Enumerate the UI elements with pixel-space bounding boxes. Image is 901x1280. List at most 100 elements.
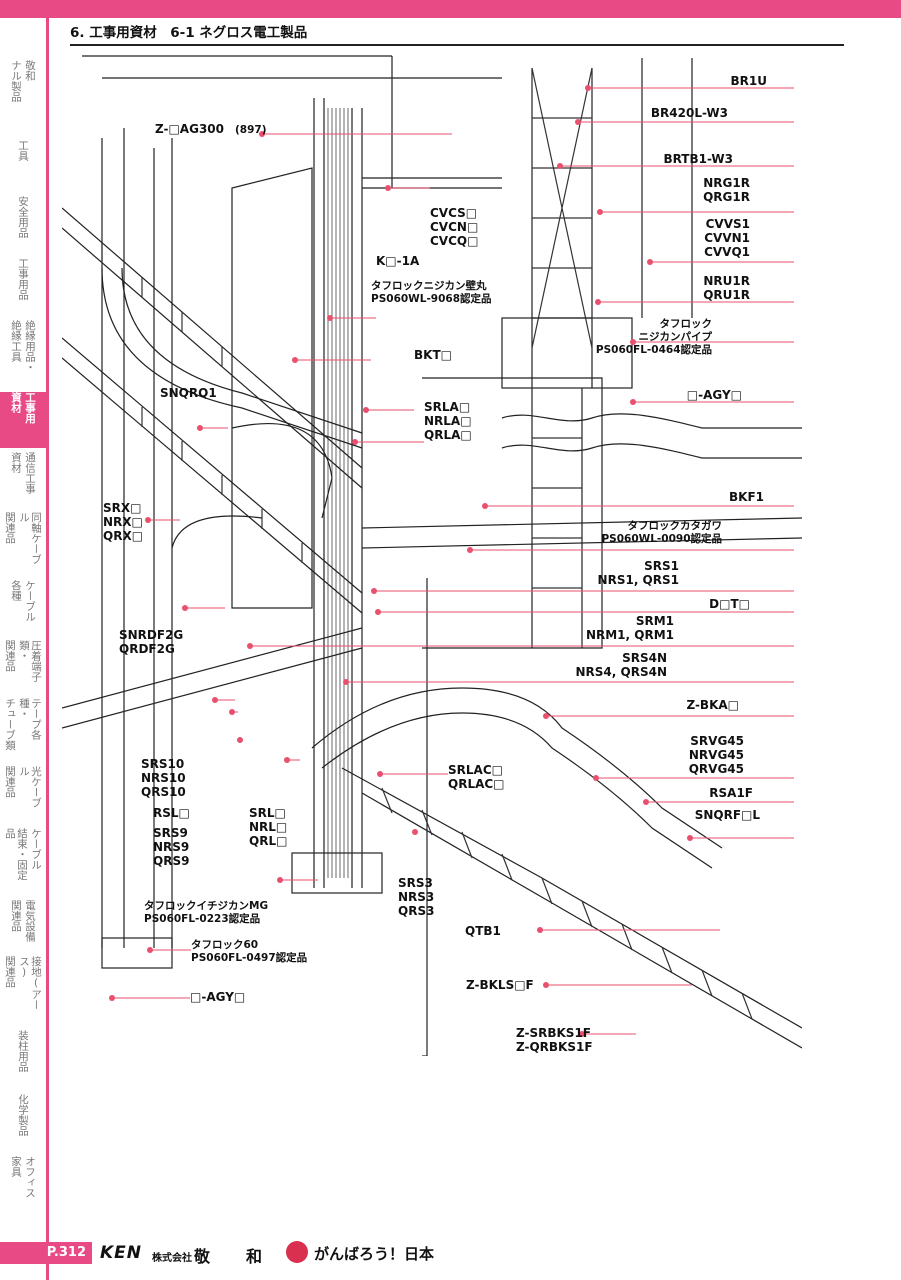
sidebar-category-text: 通信工事 bbox=[24, 452, 36, 494]
leader-dot bbox=[375, 609, 381, 615]
leader-dot bbox=[277, 877, 283, 883]
leader-dot bbox=[543, 713, 549, 719]
leader-dot bbox=[647, 259, 653, 265]
page-number-badge: P.312 bbox=[0, 1242, 92, 1264]
sidebar-category-text: テープ各種・ bbox=[18, 698, 42, 740]
callout-label-28: SRS10 NRS10 QRS10 bbox=[141, 757, 186, 799]
leader-dot bbox=[643, 799, 649, 805]
callout-label-19: (897) bbox=[235, 124, 267, 136]
callout-label-34: QTB1 bbox=[465, 924, 501, 938]
callout-label-39: Z-SRBKS1F Z-QRBKS1F bbox=[516, 1026, 593, 1054]
sidebar-category-text: 工事用 bbox=[24, 392, 36, 424]
leader-dot bbox=[595, 299, 601, 305]
cherry-blossom-icon bbox=[286, 1241, 308, 1263]
sidebar-category-7[interactable]: 関連品同軸ケーブル bbox=[0, 512, 46, 572]
callout-label-21: K□-1A bbox=[376, 254, 420, 268]
sidebar-category-8[interactable]: 各種ケーブル bbox=[0, 580, 46, 630]
category-sidebar: ナル製品敬和工具安全用品工事用品絶縁工具絶縁用品・資材工事用資材通信工事関連品同… bbox=[0, 18, 49, 1280]
sidebar-category-9[interactable]: 関連品圧着端子類・ bbox=[0, 640, 46, 696]
callout-label-11: D□T□ bbox=[709, 597, 750, 611]
callout-label-29: RSL□ bbox=[153, 806, 190, 820]
sidebar-category-text: 結束・固定品 bbox=[4, 828, 28, 881]
leader-dot bbox=[579, 1031, 585, 1037]
leader-dot bbox=[467, 547, 473, 553]
leader-dot bbox=[377, 771, 383, 777]
callout-label-12: SRM1 NRM1, QRM1 bbox=[585, 614, 674, 642]
leader-dot bbox=[237, 737, 243, 743]
sidebar-category-12[interactable]: 結束・固定品ケーブル bbox=[0, 828, 46, 890]
leader-dot bbox=[352, 439, 358, 445]
sidebar-category-6[interactable]: 資材通信工事 bbox=[0, 452, 46, 502]
callout-label-8: BKF1 bbox=[729, 490, 764, 504]
sidebar-category-1[interactable]: 工具 bbox=[0, 140, 46, 184]
sidebar-category-text: 装柱用品 bbox=[17, 1030, 29, 1072]
company-name-1: 敬 bbox=[194, 1247, 211, 1266]
callout-label-16: RSA1F bbox=[709, 786, 753, 800]
callout-label-2: BRTB1-W3 bbox=[663, 152, 733, 166]
sidebar-category-text: 安全用品 bbox=[17, 196, 29, 238]
sidebar-category-14[interactable]: 関連品接地(アース) bbox=[0, 956, 46, 1016]
callout-label-15: SRVG45 NRVG45 QRVG45 bbox=[688, 734, 744, 776]
sidebar-category-2[interactable]: 安全用品 bbox=[0, 196, 46, 246]
sidebar-category-10[interactable]: チューブ類テープ各種・ bbox=[0, 698, 46, 754]
sidebar-category-13[interactable]: 関連品電気設備 bbox=[0, 900, 46, 950]
callout-label-4: CVVS1 CVVN1 CVVQ1 bbox=[704, 217, 750, 259]
leader-dot bbox=[284, 757, 290, 763]
callout-label-32: SRLAC□ QRLAC□ bbox=[448, 763, 505, 791]
sidebar-category-text: 関連品 bbox=[4, 956, 16, 988]
sidebar-category-4[interactable]: 絶縁工具絶縁用品・ bbox=[0, 320, 46, 380]
callout-label-31: SRL□ NRL□ QRL□ bbox=[249, 806, 288, 848]
callout-label-24: SNQRQ1 bbox=[160, 386, 217, 400]
leader-dot bbox=[327, 315, 333, 321]
sidebar-category-11[interactable]: 関連品光ケーブル bbox=[0, 766, 46, 816]
callout-label-37: □-AGY□ bbox=[190, 990, 246, 1004]
sidebar-category-15[interactable]: 装柱用品 bbox=[0, 1030, 46, 1080]
leader-dot bbox=[575, 119, 581, 125]
leader-dot bbox=[557, 163, 563, 169]
leader-dot bbox=[585, 85, 591, 91]
sidebar-category-text: 工具 bbox=[17, 140, 29, 161]
company-prefix: 株式会社 bbox=[152, 1253, 192, 1264]
sidebar-category-text: 化学製品 bbox=[17, 1094, 29, 1136]
leader-dot bbox=[630, 399, 636, 405]
sidebar-category-17[interactable]: 家具オフィス bbox=[0, 1156, 46, 1216]
sidebar-category-text: 関連品 bbox=[4, 512, 16, 544]
sidebar-category-text: 圧着端子類・ bbox=[18, 640, 42, 682]
sidebar-category-text: 光ケーブル bbox=[18, 766, 42, 808]
callout-label-3: NRG1R QRG1R bbox=[703, 176, 750, 204]
sidebar-category-text: 工事用品 bbox=[17, 258, 29, 300]
callout-label-14: Z-BKA□ bbox=[686, 698, 739, 712]
sidebar-category-text: オフィス bbox=[24, 1156, 36, 1198]
leader-dot bbox=[687, 835, 693, 841]
callout-label-9: タフロックカタガワ PS060WL-0090認定品 bbox=[601, 520, 722, 545]
leader-dot bbox=[229, 709, 235, 715]
top-accent-bar bbox=[0, 0, 901, 18]
leader-dot bbox=[537, 927, 543, 933]
sidebar-category-16[interactable]: 化学製品 bbox=[0, 1094, 46, 1144]
company-name-2: 和 bbox=[246, 1247, 263, 1266]
leader-dot bbox=[363, 407, 369, 413]
sidebar-category-text: 各種 bbox=[10, 580, 22, 601]
leader-dot bbox=[109, 995, 115, 1001]
sidebar-category-text: 関連品 bbox=[4, 640, 16, 672]
leader-dot bbox=[630, 339, 636, 345]
sidebar-category-3[interactable]: 工事用品 bbox=[0, 258, 46, 308]
sidebar-category-0[interactable]: ナル製品敬和 bbox=[0, 60, 46, 120]
leader-dot bbox=[147, 947, 153, 953]
sidebar-category-5[interactable]: 資材工事用 bbox=[0, 392, 46, 448]
brand-logo: KEN bbox=[100, 1243, 143, 1263]
callout-label-5: NRU1R QRU1R bbox=[703, 274, 750, 302]
leader-dot bbox=[543, 982, 549, 988]
sidebar-category-text: 家具 bbox=[10, 1156, 22, 1177]
leader-dot bbox=[385, 185, 391, 191]
callout-label-35: タフロックイチジカンMG PS060FL-0223認定品 bbox=[144, 900, 269, 925]
sidebar-category-text: 関連品 bbox=[10, 900, 22, 932]
leader-dot bbox=[259, 131, 265, 137]
callout-label-26: SRX□ NRX□ QRX□ bbox=[103, 501, 144, 543]
leader-dot bbox=[482, 503, 488, 509]
sidebar-category-text: ケーブル bbox=[24, 580, 36, 622]
page-title: 6. 工事用資材 6-1 ネグロス電工製品 bbox=[70, 25, 308, 41]
sidebar-category-text: 絶縁工具 bbox=[10, 320, 22, 362]
leader-dot bbox=[343, 679, 349, 685]
callout-label-18: Z-□AG300 bbox=[155, 122, 224, 136]
